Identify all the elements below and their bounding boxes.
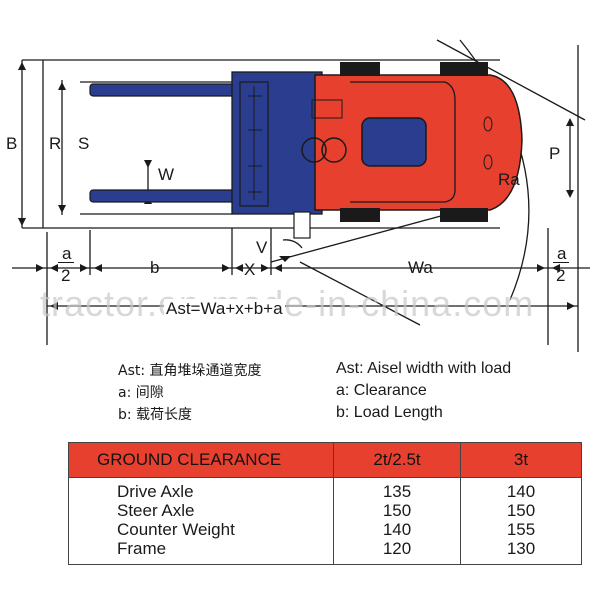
legend-cn-ast: Ast: 直角堆垛通道宽度: [118, 363, 262, 379]
label-a-left-den: 2: [61, 266, 71, 285]
row-value-2t: 140: [333, 520, 461, 539]
row-value-2t: 135: [333, 477, 461, 501]
label-S: S: [78, 134, 90, 153]
row-label: Steer Axle: [68, 501, 334, 520]
watermark: tractor.en.made-in-china.com: [40, 283, 535, 324]
table-row: Drive Axle 135 140: [68, 477, 582, 501]
ast-formula: Ast=Wa+x+b+a: [164, 299, 285, 319]
legend-en-a: a: Clearance: [336, 382, 427, 399]
row-value-2t: 120: [333, 539, 461, 565]
ground-clearance-table: GROUND CLEARANCE 2t/2.5t 3t Drive Axle 1…: [68, 442, 582, 565]
label-a-right-num: a: [557, 244, 567, 263]
table-row: Steer Axle 150 150: [68, 501, 582, 520]
row-value-3t: 130: [460, 539, 582, 565]
legend-cn-b: b: 载荷长度: [118, 407, 193, 423]
label-Ra: Ra: [498, 170, 520, 189]
label-b: b: [150, 258, 160, 277]
label-X: X: [244, 260, 256, 279]
row-label: Drive Axle: [68, 477, 334, 501]
table-row: Counter Weight 140 155: [68, 520, 582, 539]
frame-lines: [12, 39, 590, 352]
label-W: W: [158, 165, 175, 184]
table-row: Frame 120 130: [68, 539, 582, 565]
header-ground-clearance: GROUND CLEARANCE: [68, 442, 334, 478]
label-R: R: [49, 134, 62, 153]
row-value-3t: 150: [460, 501, 582, 520]
header-2t-2-5t: 2t/2.5t: [333, 442, 461, 478]
label-Wa: Wa: [408, 258, 433, 277]
row-value-2t: 150: [333, 501, 461, 520]
forks: [89, 83, 241, 203]
mast: [231, 71, 323, 215]
row-label: Frame: [68, 539, 334, 565]
row-value-3t: 155: [460, 520, 582, 539]
label-a-left-num: a: [62, 244, 72, 263]
header-3t: 3t: [460, 442, 582, 478]
table-header-row: GROUND CLEARANCE 2t/2.5t 3t: [68, 442, 582, 478]
label-V: V: [256, 238, 268, 257]
legend-cn-a: a: 间隙: [118, 385, 164, 401]
row-label: Counter Weight: [68, 520, 334, 539]
legend-en-b: b: Load Length: [336, 404, 443, 421]
label-a-right-den: 2: [556, 266, 566, 285]
truck-body: [293, 62, 523, 239]
fraction-bar-left: [58, 262, 74, 263]
label-P: P: [549, 144, 561, 163]
fraction-bar-right: [553, 262, 569, 263]
label-B: B: [6, 134, 18, 153]
row-value-3t: 140: [460, 477, 582, 501]
legend-en-ast: Ast: Aisel width with load: [336, 360, 512, 377]
